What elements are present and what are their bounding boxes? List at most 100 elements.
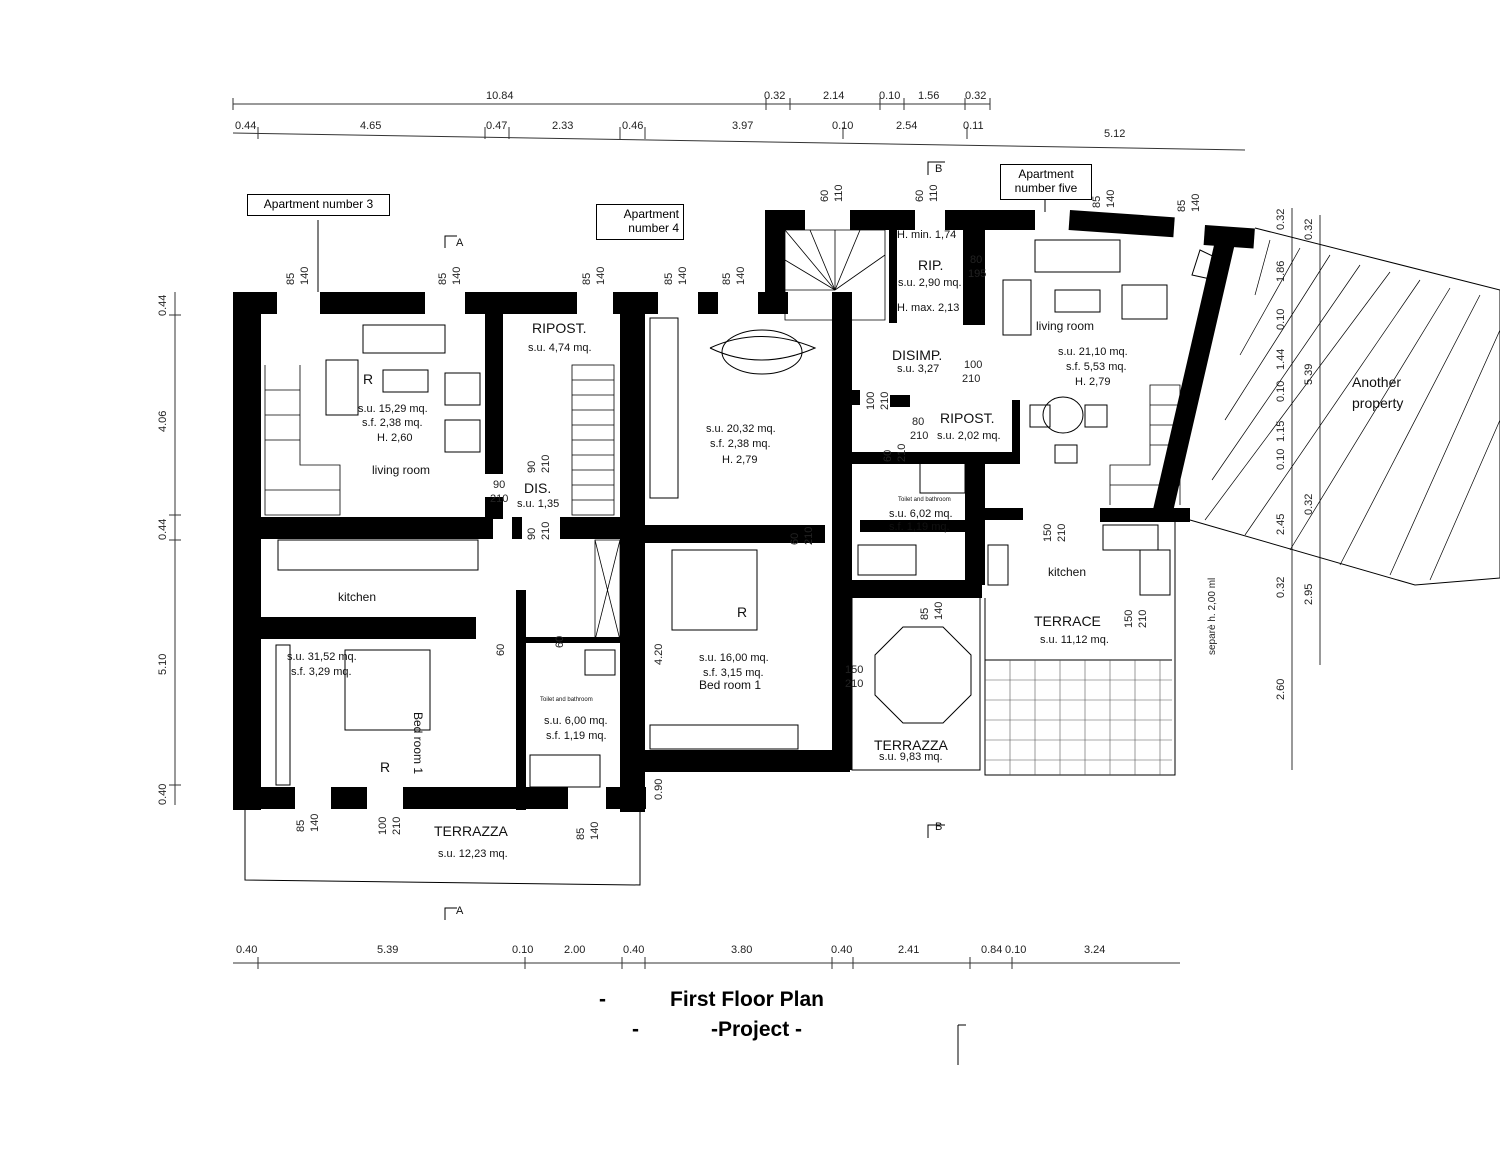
dining4-h: H. 2,79	[722, 454, 758, 466]
dim-left-1: 4.06	[157, 410, 169, 432]
door-tag-210: 210	[1137, 609, 1149, 628]
dim-right-4: 0.10	[1275, 380, 1287, 402]
window-tag-110: 110	[928, 184, 940, 202]
window-tag-85: 85	[581, 272, 593, 285]
dim-right-6: 0.10	[1275, 448, 1287, 470]
living5-name: living room	[1036, 319, 1095, 333]
window-tag-85: 85	[437, 272, 449, 285]
dim-extra-0: 4.20	[653, 643, 665, 665]
apartment-5-text-2: number five	[1014, 180, 1078, 195]
dining4-sf: s.f. 2,38 mq.	[710, 438, 771, 450]
rip-name: RIP.	[918, 257, 944, 273]
dim-extra-1: 0.90	[653, 778, 665, 800]
walls	[233, 210, 1255, 812]
dim-bottom-2: 0.10	[512, 944, 534, 956]
window-tag-85: 85	[1091, 195, 1103, 208]
door-tag-60: 60	[789, 532, 801, 545]
terrazza-b-name: TERRAZZA	[434, 823, 508, 839]
bed4-su: s.u. 16,00 mq.	[699, 652, 769, 664]
window-tag-60: 60	[914, 189, 926, 202]
toilet3-su: s.u. 6,00 mq.	[544, 715, 608, 727]
dim-top1-0: 10.84	[486, 90, 514, 102]
terrace5-su: s.u. 11,12 mq.	[1040, 634, 1109, 646]
terrazza-b-su: s.u. 12,23 mq.	[438, 848, 508, 860]
disimp-su: s.u. 3,27	[897, 363, 940, 375]
dis-su: s.u. 1,35	[517, 498, 560, 510]
stairs	[264, 229, 1181, 641]
window-tag-140: 140	[309, 813, 321, 832]
plan-title: First Floor Plan	[670, 988, 825, 1011]
door-tag-210: 210	[845, 678, 864, 690]
window-tag-60: 60	[819, 189, 831, 202]
title-dash-1: -	[599, 988, 606, 1011]
bed4-r-mark: R	[737, 604, 748, 620]
dim-right-9: 2.60	[1275, 678, 1287, 700]
dim-top2-1: 4.65	[360, 120, 382, 132]
dining4-su: s.u. 20,32 mq.	[706, 423, 776, 435]
apartment-5-text-1: Apartment	[1018, 167, 1074, 181]
door-tag-210: 210	[391, 816, 403, 835]
dim-bottom-8: 0.84	[981, 944, 1003, 956]
section-b-top: B	[935, 163, 943, 175]
dim-top2-7: 2.54	[896, 120, 918, 132]
window-tag-140: 140	[451, 266, 463, 285]
window-tag-85: 85	[1176, 199, 1188, 212]
outlines	[244, 227, 1500, 886]
door-tag-210: 210	[1056, 523, 1068, 542]
dim-bottom-6: 0.40	[831, 944, 853, 956]
dim-bottom-9: 0.10	[1005, 944, 1027, 956]
living3-sf: s.f. 2,38 mq.	[362, 417, 423, 429]
door-tag-80: 80	[912, 416, 925, 428]
door-tag-85: 85	[919, 607, 931, 620]
dim-left-2: 0.44	[157, 518, 169, 540]
dim-right-b1: 5.39	[1303, 363, 1315, 385]
living5-su: s.u. 21,10 mq.	[1058, 346, 1128, 358]
dim-right-2: 0.10	[1275, 308, 1287, 330]
dim-top2-6: 0.10	[832, 120, 854, 132]
dim-right-5: 1.15	[1275, 420, 1287, 442]
apartment-4-text-1: Apartment	[623, 207, 679, 221]
dim-left-3: 5.10	[157, 653, 169, 675]
dim-right-8: 0.32	[1275, 576, 1287, 598]
dim-top2-0: 0.44	[235, 120, 257, 132]
door-tag-100: 100	[865, 391, 877, 410]
door-tag-210: 210	[896, 443, 908, 462]
door-tag-210: 210	[540, 454, 552, 473]
dim-top1-2: 2.14	[823, 90, 845, 102]
door-tag-100: 100	[377, 816, 389, 835]
bed3-sf: s.f. 3,29 mq.	[291, 666, 352, 678]
window-tag-85: 85	[295, 819, 307, 832]
dim-bottom-7: 2.41	[898, 944, 920, 956]
dim-right-3: 1.44	[1275, 348, 1287, 370]
dim-bottom-4: 0.40	[623, 944, 645, 956]
door-tag-90: 90	[526, 460, 538, 473]
dimension-lines	[169, 98, 1321, 969]
ripost1-name: RIPOST.	[532, 320, 587, 336]
title-dash-2: -	[632, 1018, 639, 1041]
dim-bottom-5: 3.80	[731, 944, 753, 956]
ripost2-su: s.u. 2,02 mq.	[937, 430, 1001, 442]
toilet3-name: Toilet and bathroom	[540, 697, 593, 703]
disimp-name: DISIMP.	[892, 347, 943, 363]
window-tag-140: 140	[589, 821, 601, 840]
window-tag-140: 140	[299, 266, 311, 285]
door-tag-150: 150	[845, 664, 864, 676]
dim-top2-3: 2.33	[552, 120, 574, 132]
window-tag-85: 85	[575, 827, 587, 840]
rip-hmax: H. max. 2,13	[897, 302, 960, 314]
another-property-line2: property	[1352, 395, 1404, 411]
bed4-name: Bed room 1	[699, 678, 762, 692]
living3-name: living room	[372, 463, 431, 477]
separe-label: separè h. 2,00 ml	[1207, 577, 1218, 655]
window-tag-85: 85	[285, 272, 297, 285]
door-tag-100: 100	[964, 359, 983, 371]
door-tag-210: 210	[962, 373, 981, 385]
dim-top1-4: 1.56	[918, 90, 940, 102]
terrazza-c-name: TERRAZZA	[874, 737, 948, 753]
window-tag-140: 140	[1190, 193, 1202, 212]
dim-bottom-0: 0.40	[236, 944, 258, 956]
door-tag-150: 150	[1123, 609, 1135, 628]
bed3-r-mark: R	[380, 759, 391, 775]
